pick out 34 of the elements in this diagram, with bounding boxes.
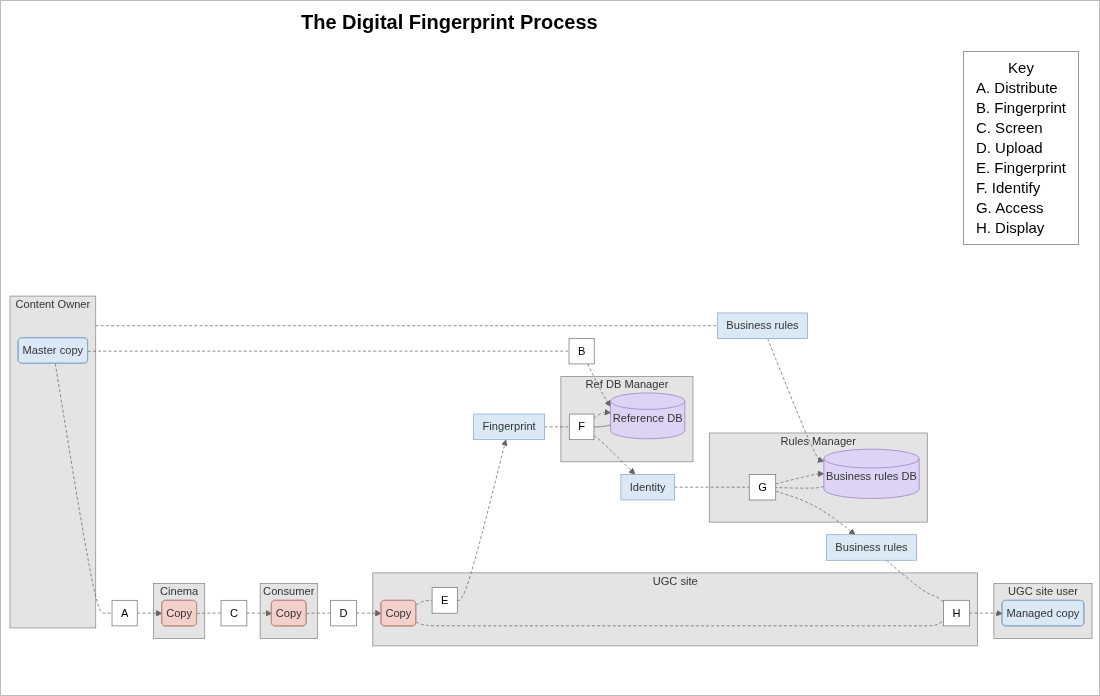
node-box: D bbox=[330, 599, 357, 627]
node-box: Fingerprint bbox=[473, 413, 545, 441]
node-box: C bbox=[220, 599, 248, 627]
diagram-title: The Digital Fingerprint Process bbox=[301, 11, 598, 34]
node-box: H bbox=[943, 599, 970, 627]
connector bbox=[674, 486, 750, 488]
node-box: F bbox=[568, 413, 595, 441]
node-box: Identity bbox=[620, 474, 675, 501]
node-box: A bbox=[111, 599, 138, 627]
connector bbox=[415, 600, 433, 606]
key-entry: H. Display bbox=[975, 218, 1046, 238]
key-entry: D. Upload bbox=[975, 138, 1044, 158]
connector bbox=[775, 486, 825, 489]
key-entry: G. Access bbox=[975, 198, 1045, 218]
connector bbox=[415, 620, 944, 627]
key-heading: Key bbox=[1007, 58, 1035, 78]
connector bbox=[87, 350, 570, 352]
node-box: Business rules bbox=[826, 534, 917, 561]
connector bbox=[593, 424, 611, 428]
connector bbox=[306, 612, 331, 614]
key-entry: C. Screen bbox=[975, 118, 1044, 138]
node-box: Business rules bbox=[717, 312, 808, 339]
key-entry: B. Fingerprint bbox=[975, 98, 1066, 118]
node-box: G bbox=[748, 474, 777, 501]
key-entry: A. Distribute bbox=[975, 78, 1059, 98]
connector bbox=[886, 559, 944, 603]
connector bbox=[544, 426, 570, 428]
connector bbox=[54, 363, 113, 614]
key-entry: E. Fingerprint bbox=[975, 158, 1066, 178]
node-box: B bbox=[568, 337, 595, 365]
connector bbox=[196, 612, 222, 614]
connector bbox=[95, 325, 718, 327]
node-box: E bbox=[431, 587, 458, 614]
key-entry: F. Identify bbox=[975, 178, 1042, 198]
